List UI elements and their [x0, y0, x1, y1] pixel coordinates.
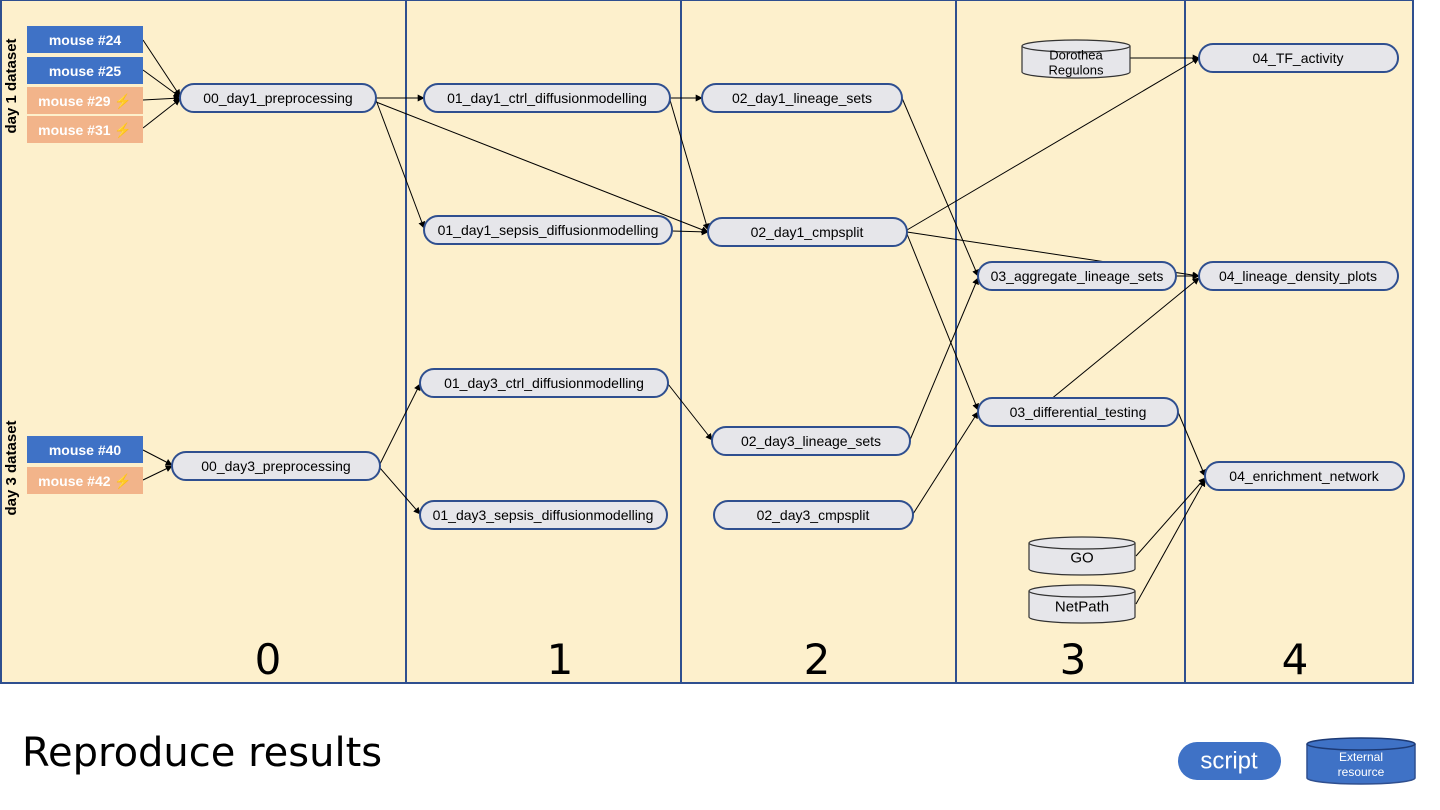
script-02-day1-lineage-sets[interactable]: 02_day1_lineage_sets [701, 83, 903, 113]
mouse-29-label: mouse #29 ⚡ [38, 93, 132, 110]
script-02-day3-cmpsplit[interactable]: 02_day3_cmpsplit [713, 500, 914, 530]
legend-external-resource: External resource [1306, 737, 1416, 785]
column-1-label: 1 [547, 635, 574, 684]
netpath-label: NetPath [1055, 599, 1109, 616]
mouse-31-label: mouse #31 ⚡ [38, 122, 132, 139]
script-04-enrichment-network[interactable]: 04_enrichment_network [1204, 461, 1405, 491]
dorothea-label-1: Dorothea [1049, 48, 1103, 63]
script-01-day1-sepsis[interactable]: 01_day1_sepsis_diffusionmodelling [423, 215, 673, 245]
script-label: 02_day3_lineage_sets [741, 433, 881, 449]
script-label: 00_day1_preprocessing [203, 90, 352, 106]
legend-external-label-2: resource [1338, 765, 1385, 779]
script-01-day3-ctrl[interactable]: 01_day3_ctrl_diffusionmodelling [419, 368, 669, 398]
column-2-label: 2 [804, 635, 831, 684]
legend-external-label-1: External [1339, 750, 1383, 764]
script-label: 01_day1_sepsis_diffusionmodelling [438, 222, 659, 238]
dorothea-label-2: Regulons [1049, 63, 1104, 78]
script-00-day3-preprocessing[interactable]: 00_day3_preprocessing [171, 451, 381, 481]
mouse-31-box: mouse #31 ⚡ [27, 116, 143, 143]
script-label: 01_day3_sepsis_diffusionmodelling [433, 507, 654, 523]
column-3-label: 3 [1060, 635, 1087, 684]
resource-netpath: NetPath [1028, 584, 1136, 624]
script-label: 01_day1_ctrl_diffusionmodelling [447, 90, 647, 106]
legend-script-label: script [1200, 748, 1258, 775]
day3-dataset-label: day 3 dataset [3, 420, 20, 515]
script-04-lineage-density-plots[interactable]: 04_lineage_density_plots [1198, 261, 1399, 291]
column-4: 4 [1184, 0, 1414, 684]
script-02-day3-lineage-sets[interactable]: 02_day3_lineage_sets [711, 426, 911, 456]
column-4-label: 4 [1282, 635, 1309, 684]
resource-dorothea-regulons: Dorothea Regulons [1021, 39, 1131, 79]
script-label: 04_TF_activity [1252, 50, 1343, 66]
mouse-24-label: mouse #24 [49, 32, 122, 48]
script-label: 00_day3_preprocessing [201, 458, 350, 474]
script-01-day1-ctrl[interactable]: 01_day1_ctrl_diffusionmodelling [423, 83, 671, 113]
column-1: 1 [405, 0, 682, 684]
script-label: 03_aggregate_lineage_sets [991, 268, 1164, 284]
mouse-40-box: mouse #40 [27, 436, 143, 463]
mouse-25-box: mouse #25 [27, 57, 143, 84]
script-02-day1-cmpsplit[interactable]: 02_day1_cmpsplit [707, 217, 908, 247]
mouse-24-box: mouse #24 [27, 26, 143, 53]
mouse-40-label: mouse #40 [49, 442, 122, 458]
mouse-42-box: mouse #42 ⚡ [27, 467, 143, 494]
column-0-label: 0 [255, 635, 282, 684]
script-03-differential-testing[interactable]: 03_differential_testing [977, 397, 1179, 427]
footer-title: Reproduce results [22, 730, 382, 776]
script-label: 02_day1_lineage_sets [732, 90, 872, 106]
script-01-day3-sepsis[interactable]: 01_day3_sepsis_diffusionmodelling [419, 500, 668, 530]
legend-script: script [1178, 742, 1281, 780]
resource-go: GO [1028, 536, 1136, 576]
script-label: 01_day3_ctrl_diffusionmodelling [444, 375, 644, 391]
column-3: 3 [955, 0, 1186, 684]
script-label: 03_differential_testing [1010, 404, 1147, 420]
day1-dataset-label: day 1 dataset [3, 38, 20, 133]
script-label: 04_lineage_density_plots [1219, 268, 1377, 284]
mouse-25-label: mouse #25 [49, 63, 122, 79]
go-label: GO [1070, 550, 1093, 567]
script-04-tf-activity[interactable]: 04_TF_activity [1198, 43, 1399, 73]
script-00-day1-preprocessing[interactable]: 00_day1_preprocessing [179, 83, 377, 113]
script-label: 02_day1_cmpsplit [751, 224, 864, 240]
mouse-29-box: mouse #29 ⚡ [27, 87, 143, 114]
script-03-aggregate-lineage-sets[interactable]: 03_aggregate_lineage_sets [977, 261, 1177, 291]
script-label: 02_day3_cmpsplit [757, 507, 870, 523]
mouse-42-label: mouse #42 ⚡ [38, 473, 132, 490]
script-label: 04_enrichment_network [1229, 468, 1379, 484]
